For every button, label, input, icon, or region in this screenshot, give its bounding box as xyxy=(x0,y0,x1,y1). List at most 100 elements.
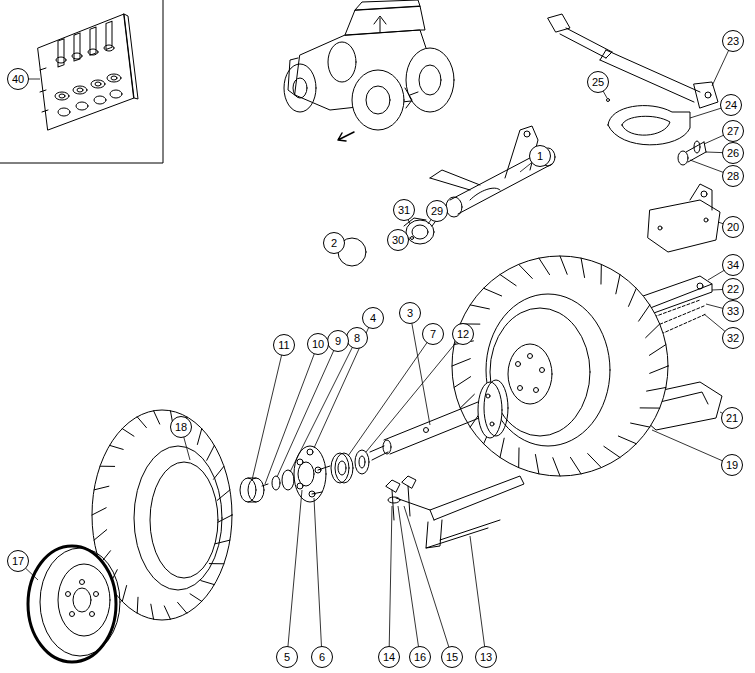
leader-line xyxy=(398,506,420,657)
tire-tread xyxy=(553,458,560,476)
callout-number: 15 xyxy=(441,646,463,668)
leader-line xyxy=(389,506,392,657)
tire-tread xyxy=(484,288,502,296)
tire-tread xyxy=(122,429,134,437)
callout-number: 22 xyxy=(722,278,744,300)
washer xyxy=(272,476,280,490)
callout-number: 23 xyxy=(722,30,744,52)
tire-tread xyxy=(618,436,636,444)
tire-tread xyxy=(94,486,109,490)
tire-tread xyxy=(650,366,668,373)
tire-tread xyxy=(581,258,584,277)
tire-tread xyxy=(539,258,550,275)
leader-line xyxy=(287,490,302,657)
callout-number: 13 xyxy=(475,646,497,668)
tire-tread xyxy=(560,256,567,274)
tire-tread xyxy=(190,594,202,602)
tire-tread xyxy=(588,454,602,468)
tire-tread xyxy=(629,288,637,306)
top-link xyxy=(548,14,718,108)
tire-tread xyxy=(110,445,124,449)
tire-tread xyxy=(518,448,519,468)
tire-tread xyxy=(452,359,470,366)
bearing xyxy=(282,470,294,490)
bearing xyxy=(331,453,353,483)
tractor-figure xyxy=(284,0,454,141)
tire-tread xyxy=(92,508,106,515)
leader-line xyxy=(252,345,284,480)
tire-tread xyxy=(197,429,201,445)
callout-number: 14 xyxy=(378,646,400,668)
bolt-set xyxy=(678,141,706,165)
callout-number: 11 xyxy=(273,334,295,356)
callout-number: 27 xyxy=(722,120,744,142)
hardware-kit-inset xyxy=(0,0,163,163)
castle-nut xyxy=(240,478,264,502)
leader-line xyxy=(652,430,732,465)
callout-number: 2 xyxy=(323,232,345,254)
tire-tread xyxy=(209,563,224,564)
leader-line xyxy=(348,334,433,456)
tire-tread xyxy=(649,345,666,356)
tire-tread xyxy=(640,407,660,408)
callout-number: 28 xyxy=(722,165,744,187)
tire-tread xyxy=(470,305,489,309)
callout-number: 6 xyxy=(311,646,333,668)
callout-number: 31 xyxy=(393,199,415,221)
tire-tread xyxy=(631,423,650,427)
tire-tread xyxy=(639,305,650,321)
callout-number: 32 xyxy=(722,327,744,349)
tire-tread xyxy=(218,515,232,522)
tire-tread xyxy=(154,411,160,424)
leader-line xyxy=(265,344,318,484)
callout-number: 20 xyxy=(722,216,744,238)
axle-arm xyxy=(430,126,555,217)
callout-number: 19 xyxy=(721,454,743,476)
callout-number: 1 xyxy=(529,145,551,167)
callout-number: 16 xyxy=(409,646,431,668)
callout-number: 21 xyxy=(721,407,743,429)
tire-tread xyxy=(500,438,504,457)
tire-tread xyxy=(454,377,471,388)
tire-tread xyxy=(647,387,666,391)
callout-number: 34 xyxy=(722,254,744,276)
tire-tread xyxy=(500,275,516,286)
large-wheel xyxy=(452,256,668,476)
axle-shaft xyxy=(370,380,508,460)
tire-tread xyxy=(570,457,581,474)
tire-tread xyxy=(122,586,126,602)
leader-line xyxy=(366,334,463,452)
callout-number: 29 xyxy=(426,200,448,222)
tire-tread xyxy=(137,417,146,428)
mount-bracket xyxy=(386,476,524,548)
leader-line xyxy=(404,506,452,657)
tire-tread xyxy=(215,540,230,544)
tire-tread xyxy=(535,455,538,474)
tire-tread xyxy=(616,275,620,294)
callout-number: 30 xyxy=(387,229,409,251)
callout-number: 26 xyxy=(722,142,744,164)
tire-tread xyxy=(100,466,115,467)
leader-line xyxy=(314,498,322,657)
tire-tread xyxy=(178,602,187,613)
wheel-hub xyxy=(294,446,330,502)
tire-tread xyxy=(201,581,215,585)
callout-number: 25 xyxy=(587,71,609,93)
wheel-rim xyxy=(28,546,120,662)
tire-tread xyxy=(604,446,620,457)
pin-25 xyxy=(607,99,610,102)
tire-tread xyxy=(164,606,170,619)
tire-tread xyxy=(137,597,139,613)
tire-tread xyxy=(646,324,660,338)
callout-number: 4 xyxy=(362,307,384,329)
callout-number: 5 xyxy=(276,646,298,668)
callout-number: 9 xyxy=(327,330,349,352)
tire-tread xyxy=(94,530,107,540)
tire-tread xyxy=(151,604,154,619)
tire-tread xyxy=(214,466,224,479)
callout-number: 7 xyxy=(422,323,444,345)
callout-number: 33 xyxy=(722,300,744,322)
tire-tread xyxy=(519,264,533,278)
